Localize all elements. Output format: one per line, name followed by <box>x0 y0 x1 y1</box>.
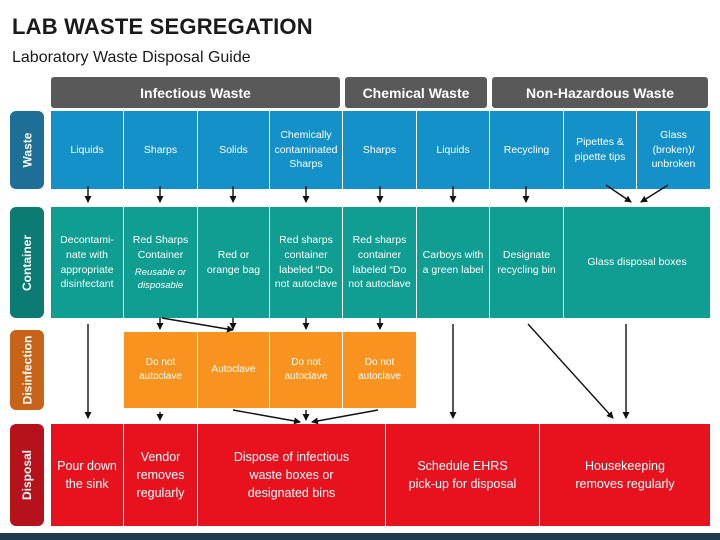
waste-cell-liquids: Liquids <box>51 111 123 189</box>
waste-cell-chemical-sharps: Sharps <box>343 111 416 189</box>
footer-bar <box>0 533 720 540</box>
waste-cell-glass: Glass (broken)/ unbroken <box>637 111 710 189</box>
row-label-disinfection: Disinfection <box>10 330 44 410</box>
disinfection-cell-do-not-autoclave-2: Do not autoclave <box>270 332 342 408</box>
waste-cell-chemical-liquids: Liquids <box>417 111 489 189</box>
row-label-waste: Waste <box>10 111 44 189</box>
disposal-cell-ehrs-pickup: Schedule EHRS pick-up for disposal <box>386 424 539 526</box>
category-infectious-waste: Infectious Waste <box>51 77 340 108</box>
container-cell-red-sharps-labeled-2: Red sharps container labeled “Do not aut… <box>343 207 416 318</box>
disposal-cell-pour-down-sink: Pour down the sink <box>51 424 123 526</box>
disposal-cell-housekeeping: Housekeeping removes regularly <box>540 424 710 526</box>
row-label-disposal: Disposal <box>10 424 44 526</box>
page-title: LAB WASTE SEGREGATION <box>12 14 313 39</box>
row-label-container: Container <box>10 207 44 318</box>
waste-cell-sharps: Sharps <box>124 111 197 189</box>
disinfection-cell-do-not-autoclave-3: Do not autoclave <box>343 332 416 408</box>
disposal-cell-infectious-waste-boxes: Dispose of infectious waste boxes or des… <box>198 424 385 526</box>
container-cell-carboys: Carboys with a green label <box>417 207 489 318</box>
container-cell-recycling-bin: Designate recycling bin <box>490 207 563 318</box>
container-cell-decontaminate: Decontami-nate with appropriate disinfec… <box>51 207 123 318</box>
disinfection-cell-do-not-autoclave-1: Do not autoclave <box>124 332 197 408</box>
waste-cell-recycling: Recycling <box>490 111 563 189</box>
page-subtitle: Laboratory Waste Disposal Guide <box>12 49 251 66</box>
arrow-sharps-to-autoclave <box>161 317 234 333</box>
waste-cell-solids: Solids <box>198 111 269 189</box>
waste-cell-chemically-contaminated-sharps: Chemically contaminated Sharps <box>270 111 342 189</box>
arrow-pipettes-to-glass <box>605 184 632 203</box>
waste-cell-pipettes: Pipettes & pipette tips <box>564 111 636 189</box>
arrow-autoclave-to-infectious <box>232 409 301 425</box>
arrow-disinfection-to-infectious-3 <box>311 409 379 425</box>
arrow-glass-to-glass-box <box>640 184 669 203</box>
container-cell-red-sharps-labeled-1: Red sharps container labeled “Do not aut… <box>270 207 342 318</box>
disinfection-cell-autoclave: Autoclave <box>198 332 269 408</box>
category-non-hazardous-waste: Non-Hazardous Waste <box>492 77 708 108</box>
arrow-recycling-to-housekeeping <box>527 323 614 419</box>
container-cell-glass-disposal-boxes: Glass disposal boxes <box>564 207 710 318</box>
disposal-cell-vendor-removes: Vendor removes regularly <box>124 424 197 526</box>
category-chemical-waste: Chemical Waste <box>345 77 487 108</box>
container-cell-red-orange-bag: Red or orange bag <box>198 207 269 318</box>
